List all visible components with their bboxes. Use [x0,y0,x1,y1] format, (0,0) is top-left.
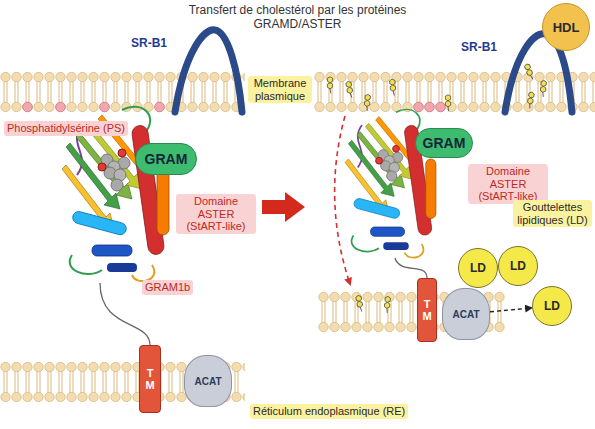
domain-pill: GRAM [415,128,473,158]
ps-head [425,102,435,112]
linker [395,258,427,278]
structure-label: Domaine ASTER (StART-like) [468,164,548,204]
ps-head [436,102,446,112]
title: Transfert de cholestérol par les protéin… [165,3,430,32]
cholesterol [445,95,450,112]
structure-label: Domaine ASTER (StART-like) [176,194,256,234]
transmembrane-segment: TM [417,278,437,342]
structure-label: Phosphatidylsérine (PS) [4,121,128,136]
node-text: GRAM [145,151,188,167]
structure-label: GRAM1b [142,280,193,295]
ps-head [155,102,165,112]
lipid-droplet: LD [458,248,498,288]
domain-pill: GRAM [135,143,197,175]
node-text: LD [470,261,486,275]
lipid-droplet: LD [498,246,538,286]
transfer-arrow [335,116,350,284]
ps-head [23,102,33,112]
cholesterol [389,79,396,96]
compartment-label: Membrane plasmique [248,76,312,103]
node-text: ACAT [194,376,221,387]
receptor-arch [175,30,242,112]
node-text: TM [145,367,156,391]
lipid-droplet: LD [532,286,572,326]
ps-head [56,102,66,112]
ps-head [100,102,110,112]
leaflet [314,72,595,92]
compartment-label: Gouttelettes lipidiques (LD) [513,200,592,227]
receptor-label: SR-B1 [128,36,170,52]
cholesterol [327,77,332,94]
enzyme-blob: ACAT [442,288,490,340]
node-text: LD [544,299,560,313]
enzyme-blob: ACAT [184,355,232,407]
cholesterol [384,296,391,313]
node-text: HDL [553,20,580,35]
leaflet [314,92,595,112]
node-text: TM [422,298,433,322]
ps-head [414,102,424,112]
plasma-membrane [0,72,245,112]
cholesterol [356,295,364,312]
node-text: LD [510,259,526,273]
plasma-membrane [314,72,595,112]
lipoprotein-circle: HDL [542,3,590,51]
compartment-label: Réticulum endoplasmique (RE) [250,404,408,419]
cholesterol [364,94,371,111]
node-text: ACAT [452,309,479,320]
cholesterol [540,80,547,97]
cholesterol [526,92,534,109]
state-arrow [262,192,305,222]
transmembrane-segment: TM [139,345,161,413]
receptor-label: SR-B1 [458,40,500,56]
dashed-arrow [490,308,532,312]
cholesterol [524,63,535,80]
node-text: GRAM [423,135,466,151]
leaflet [0,72,245,92]
cholesterol [346,81,354,98]
